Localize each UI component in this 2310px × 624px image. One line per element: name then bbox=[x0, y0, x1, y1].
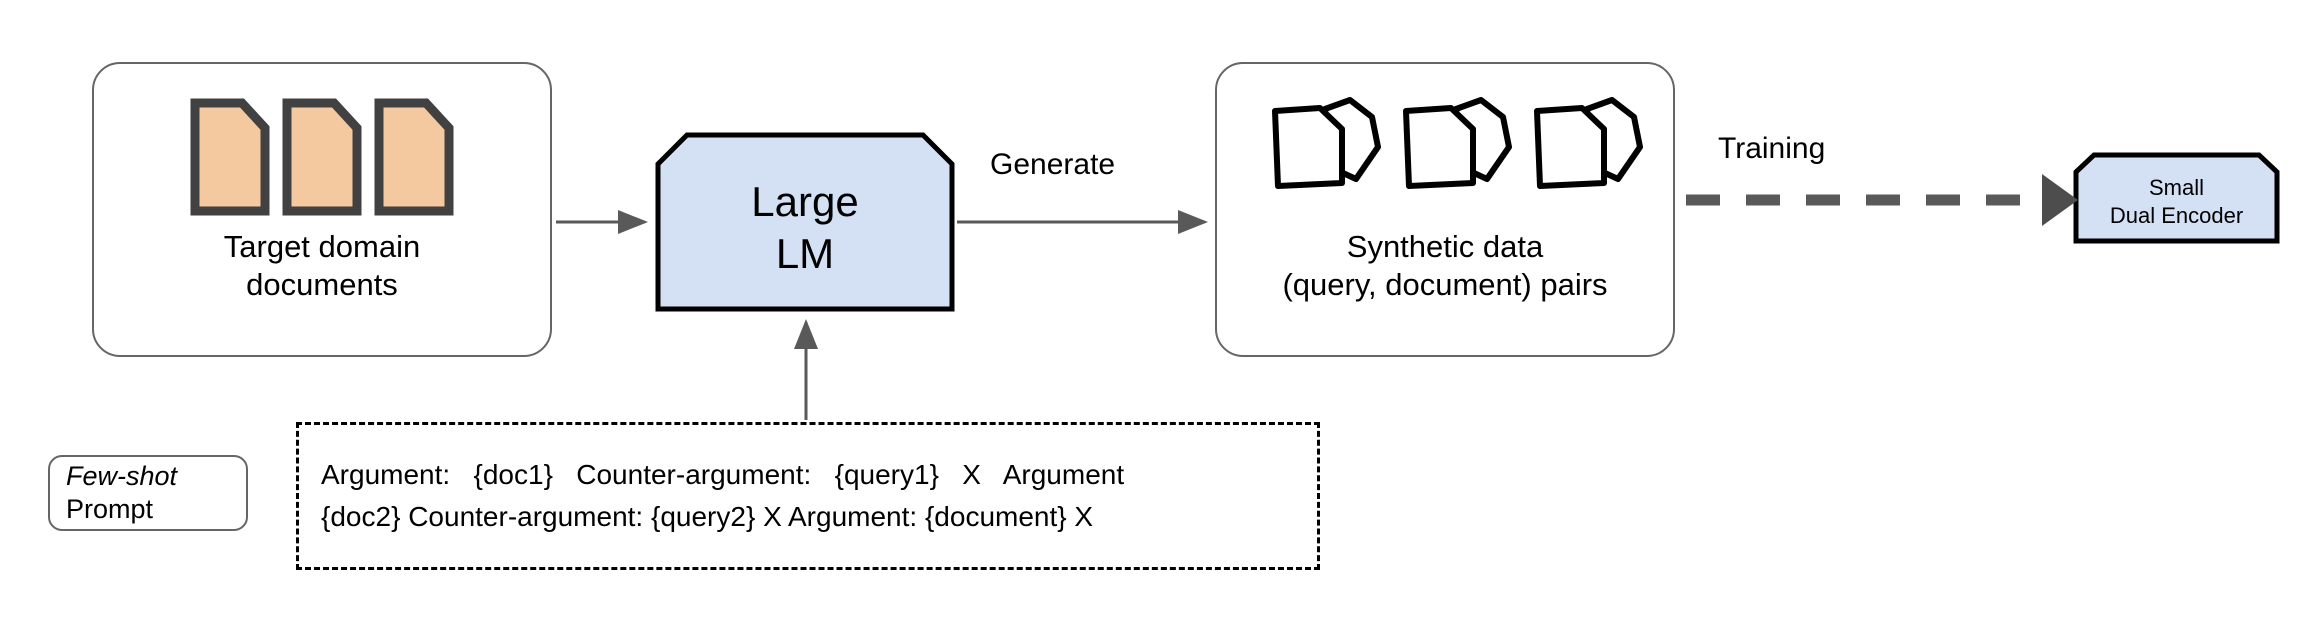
prompt-template-box[interactable]: Argument: {doc1} Counter-argument: {quer… bbox=[296, 422, 1320, 570]
large-lm-label: Large LM bbox=[751, 178, 859, 277]
prompt-label: Prompt bbox=[66, 494, 154, 524]
synthetic-data-label: Synthetic data (query, document) pairs bbox=[1282, 229, 1608, 302]
few-shot-label: Few-shot bbox=[66, 461, 178, 491]
page-pair-stack-icon bbox=[1268, 95, 1645, 195]
few-shot-prompt-pill: Few-shot Prompt bbox=[48, 455, 248, 531]
prompt-line-1: Argument: {doc1} Counter-argument: {quer… bbox=[321, 459, 1125, 490]
document-stack-icon bbox=[190, 98, 454, 216]
page-pair-icon bbox=[1272, 97, 1381, 189]
document-icon bbox=[374, 98, 454, 216]
document-icon bbox=[190, 98, 270, 216]
small-dual-encoder-shape bbox=[2073, 152, 2280, 244]
generate-edge-label: Generate bbox=[990, 148, 1116, 181]
page-pair-icon bbox=[1534, 97, 1643, 189]
page-pair-icon bbox=[1403, 97, 1512, 189]
large-lm-box[interactable]: Large LM bbox=[655, 132, 955, 312]
small-dual-encoder-label: Small Dual Encoder bbox=[2109, 175, 2244, 228]
large-lm-shape bbox=[655, 132, 955, 312]
training-edge-label: Training bbox=[1718, 132, 1826, 165]
prompt-line-2: {doc2} Counter-argument: {query2} X Argu… bbox=[321, 501, 1094, 532]
small-dual-encoder-box[interactable]: Small Dual Encoder bbox=[2073, 152, 2280, 244]
target-domain-label: Target domain documents bbox=[223, 229, 421, 302]
document-icon bbox=[282, 98, 362, 216]
